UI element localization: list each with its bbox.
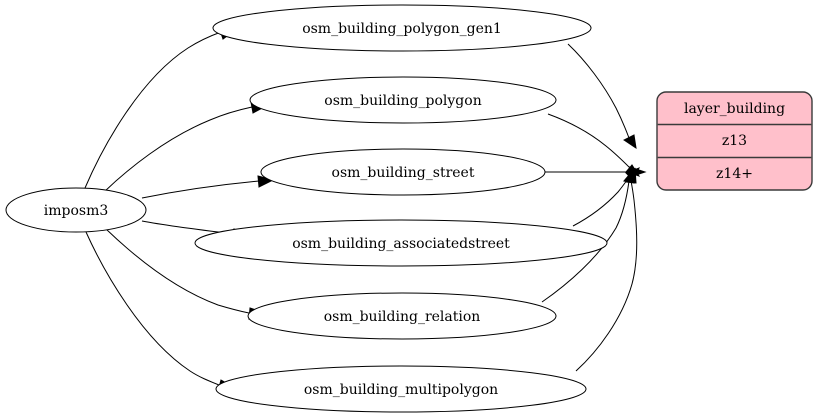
node-osm-building-relation[interactable]: osm_building_relation: [247, 292, 557, 340]
layer-building-title: layer_building: [684, 101, 785, 117]
node-osm-building-polygon-gen1-label: osm_building_polygon_gen1: [302, 21, 502, 37]
node-osm-building-multipolygon[interactable]: osm_building_multipolygon: [215, 365, 587, 413]
edge-osm-building-multipolygon-to-layer-z14plus: [575, 167, 638, 372]
edge-imposm3-to-osm-building-multipolygon: [85, 231, 237, 392]
edge-imposm3-to-osm-building-street: [141, 175, 275, 199]
node-osm-building-associatedstreet-label: osm_building_associatedstreet: [292, 236, 510, 252]
edge-imposm3-to-osm-building-polygon: [103, 101, 268, 193]
edge-osm-building-polygon-to-layer-z14plus: [547, 113, 641, 177]
node-osm-building-associatedstreet[interactable]: osm_building_associatedstreet: [194, 219, 608, 267]
edge-osm-building-polygon-gen1-to-layer-z13: [567, 43, 637, 150]
layer-building-row-z14plus[interactable]: z14+: [716, 166, 753, 182]
node-osm-building-street[interactable]: osm_building_street: [260, 148, 546, 196]
edge-imposm3-to-osm-building-polygon-gen1: [84, 26, 237, 189]
node-osm-building-polygon-gen1[interactable]: osm_building_polygon_gen1: [212, 4, 592, 52]
node-osm-building-polygon[interactable]: osm_building_polygon: [249, 76, 557, 124]
node-imposm3[interactable]: imposm3: [5, 187, 147, 233]
node-imposm3-label: imposm3: [44, 203, 109, 219]
node-osm-building-multipolygon-label: osm_building_multipolygon: [304, 382, 498, 398]
edge-group-tables-to-layer: [541, 43, 647, 372]
layer-building-box: [656, 91, 813, 191]
node-osm-building-street-label: osm_building_street: [332, 165, 475, 181]
node-osm-building-polygon-label: osm_building_polygon: [324, 93, 481, 109]
layer-building-row-z13[interactable]: z13: [722, 133, 747, 149]
node-osm-building-relation-label: osm_building_relation: [324, 309, 481, 325]
node-layer-building[interactable]: layer_building z13 z14+: [656, 91, 813, 191]
